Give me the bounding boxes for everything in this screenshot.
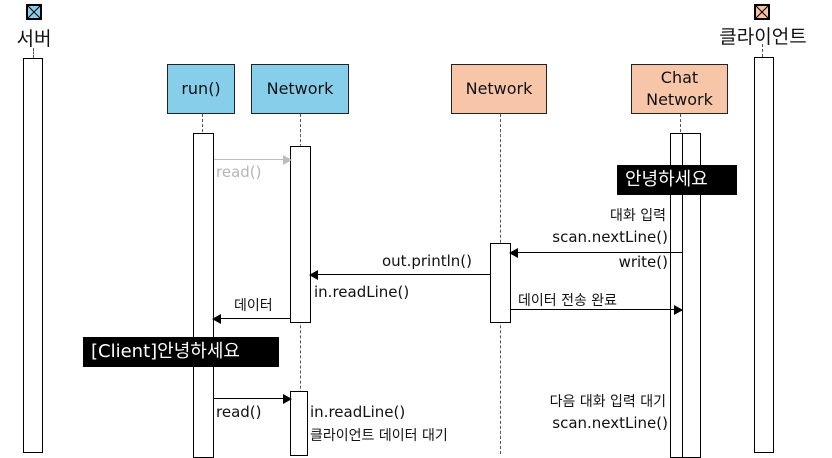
arrowhead-left-icon <box>212 313 221 324</box>
participant-server-network-label: Network <box>266 79 334 98</box>
arrowhead-right-icon <box>674 304 683 315</box>
write-label: write() <box>618 253 668 271</box>
server-network-activation-1 <box>290 146 311 323</box>
send-complete-label: 데이터 전송 완료 <box>518 293 618 309</box>
client-data-wait-label: 클라이언트 데이터 대기 <box>310 428 448 444</box>
next-input-wait-label: 다음 대화 입력 대기 <box>549 394 666 410</box>
participant-chat-network: Chat Network <box>631 64 728 114</box>
server-actor-label: 서버 <box>16 28 52 50</box>
write-arrow <box>509 247 682 258</box>
chat-input-label: 대화 입력 <box>610 208 666 224</box>
server-actor-activation <box>23 58 43 453</box>
client-actor-icon <box>754 4 770 20</box>
arrowhead-left-icon <box>309 269 318 280</box>
out-println-arrow <box>309 269 490 280</box>
participant-chat-network-label-line2: Network <box>646 90 713 109</box>
next-scan-nextline-label: scan.nextLine() <box>552 414 668 432</box>
participant-run: run() <box>167 64 235 114</box>
data-return-label: 데이터 <box>234 298 273 314</box>
send-complete-arrow <box>511 304 683 315</box>
participant-chat-network-label-line1: Chat <box>660 68 699 87</box>
arrowhead-left-icon <box>509 247 518 258</box>
data-return-arrow <box>212 313 290 324</box>
client-message-note: 안녕하세요 <box>617 165 737 195</box>
client-network-activation <box>490 243 511 323</box>
server-network-activation-2 <box>290 391 308 456</box>
client-actor-label: 클라이언트 <box>719 26 807 48</box>
read-arrow-inactive <box>214 154 292 165</box>
in-readline-wait-label: in.readLine() <box>310 403 406 421</box>
read-label: read() <box>216 403 262 421</box>
out-println-label: out.println() <box>382 252 472 270</box>
participant-client-network: Network <box>451 64 547 114</box>
server-actor-icon <box>26 4 42 20</box>
participant-server-network: Network <box>251 64 349 114</box>
scan-nextline-label: scan.nextLine() <box>552 228 668 246</box>
arrowhead-right-icon <box>283 154 292 165</box>
participant-client-network-label: Network <box>465 79 533 98</box>
client-actor-activation <box>754 57 774 453</box>
server-actor-lifeline <box>33 48 34 58</box>
read-arrow <box>214 393 292 404</box>
client-actor-lifeline <box>762 44 763 57</box>
run-activation <box>193 133 214 458</box>
read-label-inactive: read() <box>216 163 262 181</box>
in-readline-label: in.readLine() <box>314 283 410 301</box>
arrowhead-right-icon <box>283 393 292 404</box>
server-received-note: [Client]안녕하세요 <box>83 337 279 367</box>
participant-run-label: run() <box>181 79 221 98</box>
